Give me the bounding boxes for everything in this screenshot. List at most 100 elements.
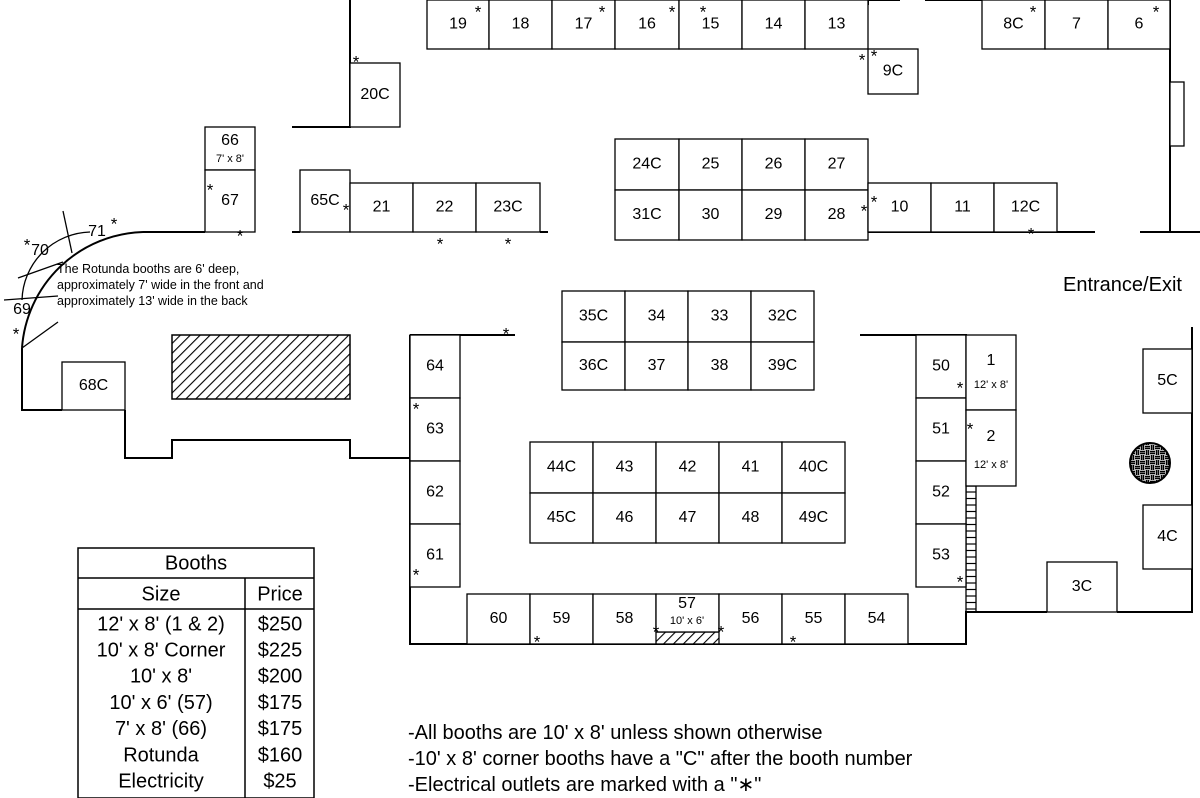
electrical-outlet-icon: *	[207, 180, 214, 199]
booth-size: 12' x 8'	[974, 379, 1008, 391]
price-row-price: $225	[258, 639, 303, 661]
booth-number: 14	[765, 16, 783, 33]
booth-number: 42	[679, 459, 697, 476]
booth-27: 27	[804, 138, 869, 191]
booth-number: 40C	[799, 459, 828, 476]
booth-outline	[529, 593, 594, 645]
booth-44c: 44C	[529, 441, 594, 494]
booth-outline	[1142, 348, 1193, 414]
booth-63: 63	[409, 397, 461, 462]
booth-outline	[592, 492, 657, 544]
electrical-outlet-icon: *	[353, 52, 360, 71]
price-row-size: 10' x 6' (57)	[109, 692, 212, 714]
price-table-title: Booths	[165, 552, 227, 574]
booth-number: 2	[987, 428, 996, 445]
booth-68c: 68C	[61, 361, 126, 411]
booth-outline	[426, 0, 490, 50]
booth-2: 212' x 8'	[965, 409, 1017, 487]
booth-3c: 3C	[1046, 561, 1118, 613]
booth-number: 38	[711, 357, 729, 374]
booth-number: 34	[648, 308, 666, 325]
booth-1: 112' x 8'	[965, 334, 1017, 411]
booth-number: 37	[648, 357, 666, 374]
booth-number: 33	[711, 308, 729, 325]
booth-outline	[781, 492, 846, 544]
booth-19: 19	[426, 0, 490, 50]
booth-number: 35C	[579, 308, 608, 325]
booth-outline	[475, 182, 541, 233]
booth-8c: 8C	[981, 0, 1046, 50]
booth-30: 30	[678, 189, 743, 241]
electrical-outlet-icon: *	[13, 324, 20, 343]
booth-number: 9C	[883, 63, 903, 80]
booth-number: 29	[765, 206, 783, 223]
booth-number: 19	[449, 16, 467, 33]
booth-number: 10	[891, 199, 909, 216]
booth-outline	[529, 441, 594, 494]
booth-28: 28	[804, 189, 869, 241]
booth-36c: 36C	[561, 341, 626, 391]
booth-number: 26	[765, 156, 783, 173]
booth-number: 51	[932, 421, 950, 438]
electrical-outlet-icon: *	[957, 378, 964, 397]
electrical-outlet-icon: *	[413, 565, 420, 584]
booth-65c: 65C	[299, 169, 351, 233]
electrical-outlet-icon: *	[111, 214, 118, 233]
price-table-border	[77, 547, 315, 798]
booth-54: 54	[844, 593, 909, 645]
booth-outline	[561, 341, 626, 391]
booth-56: 56	[718, 593, 783, 645]
price-row-size: 7' x 8' (66)	[115, 718, 207, 740]
booth-outline	[466, 593, 531, 645]
booth-21: 21	[349, 182, 414, 233]
booth-number: 48	[742, 509, 760, 526]
booth-59: 59	[529, 593, 594, 645]
electrical-outlet-icon: *	[475, 2, 482, 21]
booth-number: 32C	[768, 308, 797, 325]
booth-number: 31C	[632, 206, 661, 223]
booth-number: 67	[221, 192, 239, 209]
booth-13: 13	[804, 0, 869, 50]
booth-outline	[614, 138, 680, 191]
booth-size: 7' x 8'	[216, 153, 244, 165]
booth-outline	[299, 169, 351, 233]
booth-number: 70	[31, 242, 49, 259]
booth-24c: 24C	[614, 138, 680, 191]
price-row-price: $25	[263, 770, 296, 792]
booth-number: 62	[426, 484, 444, 501]
booth-number: 57	[678, 595, 696, 612]
booth-46: 46	[592, 492, 657, 544]
electrical-outlet-icon: *	[957, 572, 964, 591]
booth-58: 58	[592, 593, 657, 645]
price-row-size: 12' x 8' (1 & 2)	[97, 613, 225, 635]
electrical-outlet-icon: *	[653, 622, 660, 641]
booth-number: 43	[616, 459, 634, 476]
booth-66: 667' x 8'	[204, 126, 256, 171]
booth-40c: 40C	[781, 441, 846, 494]
booth-9c: 9C	[867, 48, 919, 95]
booth-number: 13	[828, 16, 846, 33]
booth-number: 47	[679, 509, 697, 526]
booth-23c: 23C	[475, 182, 541, 233]
electrical-outlet-icon: *	[718, 622, 725, 641]
electrical-outlet-icon: *	[24, 235, 31, 254]
booth-number: 68C	[79, 377, 108, 394]
booth-number: 6	[1135, 16, 1144, 33]
booth-number: 15	[702, 16, 720, 33]
booth-52: 52	[915, 460, 967, 525]
booth-outline	[965, 409, 1017, 487]
booth-31c: 31C	[614, 189, 680, 241]
booth-55: 55	[781, 593, 846, 645]
booth-number: 23C	[493, 199, 522, 216]
booth-number: 22	[436, 199, 454, 216]
booth-number: 16	[638, 16, 656, 33]
booth-20c: 20C	[349, 62, 401, 128]
booth-outline	[718, 441, 783, 494]
booth-outline	[624, 290, 689, 343]
electrical-outlet-icon: *	[599, 2, 606, 21]
booth-37: 37	[624, 341, 689, 391]
booth-4c: 4C	[1142, 504, 1193, 570]
booth-number: 5C	[1157, 372, 1177, 389]
electrical-outlet-icon: *	[1028, 224, 1035, 243]
booth-outline	[624, 341, 689, 391]
